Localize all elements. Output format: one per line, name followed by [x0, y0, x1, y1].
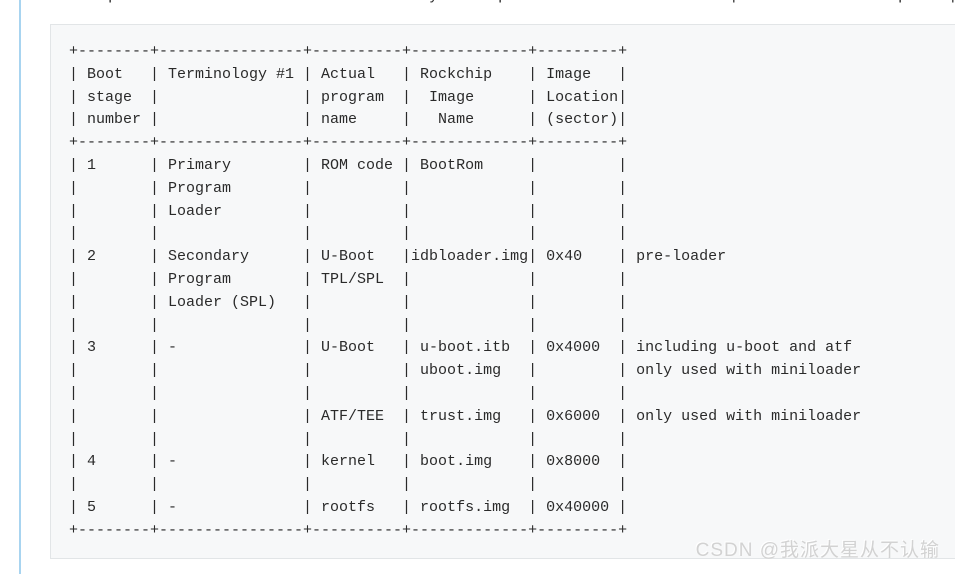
blockquote-accent-line	[19, 0, 21, 574]
clipped-glyph: |	[948, 0, 955, 4]
code-block: +--------+----------------+----------+--…	[50, 24, 955, 559]
clipped-glyph: p	[898, 0, 908, 4]
clipped-glyph: |	[729, 0, 739, 4]
clipped-glyph: y	[429, 0, 439, 4]
boot-stage-ascii-table: +--------+----------------+----------+--…	[69, 43, 862, 539]
clipped-glyph: p	[498, 0, 508, 4]
clipped-glyph: p	[108, 0, 118, 4]
csdn-watermark: CSDN @我派大星从不认输	[695, 540, 940, 561]
clipped-text-line: p y p | p |	[0, 0, 955, 9]
